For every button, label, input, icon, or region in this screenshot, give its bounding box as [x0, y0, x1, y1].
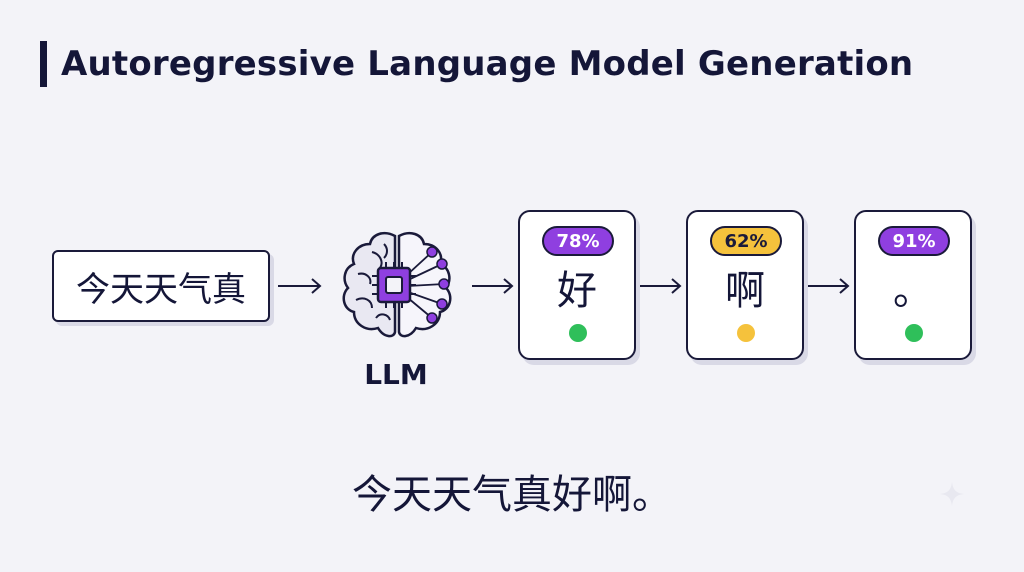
status-dot: [569, 324, 587, 342]
output-sentence: 今天天气真好啊。: [352, 472, 672, 518]
token-text: 好: [557, 268, 597, 314]
input-text-box: 今天天气真: [52, 250, 270, 322]
token-text: 。: [893, 268, 933, 314]
token-card: 78% 好: [518, 210, 636, 360]
arrow-right-icon: [276, 274, 324, 298]
probability-badge: 78%: [542, 226, 614, 256]
status-dot: [905, 324, 923, 342]
brain-chip-icon: [332, 222, 462, 352]
title-block: Autoregressive Language Model Generation: [40, 40, 913, 88]
arrow-right-icon: [470, 274, 516, 298]
page-title: Autoregressive Language Model Generation: [61, 44, 914, 84]
arrow-right-icon: [806, 274, 852, 298]
probability-badge: 91%: [878, 226, 950, 256]
token-text: 啊: [725, 268, 765, 314]
llm-label: LLM: [364, 358, 428, 391]
probability-badge: 62%: [710, 226, 782, 256]
arrow-right-icon: [638, 274, 684, 298]
status-dot: [737, 324, 755, 342]
title-accent-bar: [40, 41, 47, 87]
sparkle-icon: [938, 480, 966, 508]
token-card: 91% 。: [854, 210, 972, 360]
token-card: 62% 啊: [686, 210, 804, 360]
